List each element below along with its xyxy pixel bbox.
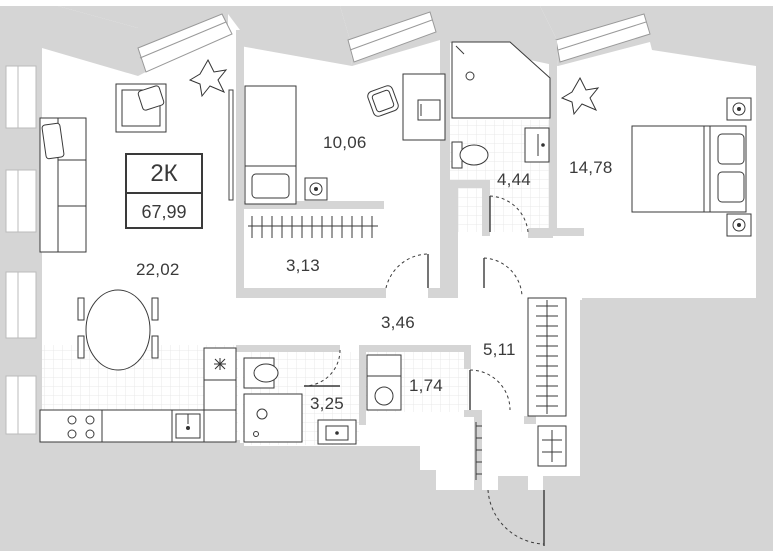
area-bedroom-small: 10,06 xyxy=(323,133,367,152)
area-hallway: 3,46 xyxy=(381,313,415,332)
area-laundry: 1,74 xyxy=(409,376,443,395)
washing-machine-icon xyxy=(366,354,402,411)
armchair-icon xyxy=(115,83,167,133)
double-bed-icon xyxy=(631,125,747,213)
window-curtain xyxy=(228,89,234,201)
desk-icon xyxy=(402,73,446,141)
area-living-kitchen: 22,02 xyxy=(136,260,180,279)
toilet-icon xyxy=(451,141,489,169)
nightstand-icon xyxy=(726,97,752,237)
interior-walls xyxy=(236,30,584,490)
apartment-type: 2К xyxy=(127,155,201,194)
windows xyxy=(5,11,651,435)
washbasin-icon xyxy=(524,127,550,163)
socket-icon xyxy=(304,177,328,201)
shower-icon xyxy=(451,41,551,119)
stove-icon xyxy=(67,415,95,439)
electric-panel-icon xyxy=(537,425,567,467)
apartment-badge: 2К 67,99 xyxy=(125,153,203,229)
total-area: 67,99 xyxy=(141,202,187,222)
doors xyxy=(303,195,545,546)
plant-icon xyxy=(560,76,600,116)
dining-table-icon xyxy=(77,289,159,371)
area-bathroom-bottom: 3,25 xyxy=(310,394,344,413)
fridge-icon xyxy=(203,347,237,411)
wardrobe-rail-icon xyxy=(527,297,567,417)
wardrobe-rail-icon xyxy=(248,216,378,238)
area-wardrobe: 3,13 xyxy=(286,256,320,275)
area-bedroom-large: 14,78 xyxy=(569,158,613,177)
sink-icon xyxy=(175,413,201,439)
single-bed-icon xyxy=(244,85,297,205)
plant-icon xyxy=(188,58,228,98)
area-corridor: 5,11 xyxy=(483,340,516,359)
shoe-rack xyxy=(475,422,482,480)
shower-icon xyxy=(243,393,303,443)
area-bathroom-top: 4,44 xyxy=(497,170,531,189)
toilet-icon xyxy=(243,357,279,389)
washbasin-icon xyxy=(317,419,357,445)
sofa-icon xyxy=(39,117,87,253)
desk-chair-icon xyxy=(367,85,399,117)
